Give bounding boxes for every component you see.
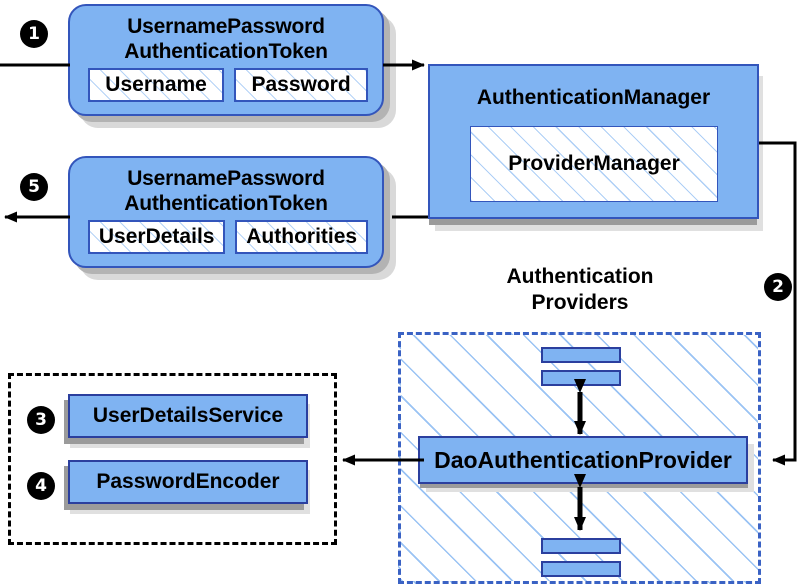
password-encoder-box[interactable]: PasswordEncoder <box>68 460 308 504</box>
step-badge-2: 2 <box>765 274 791 300</box>
response-token-field-authorities: Authorities <box>235 220 368 254</box>
authentication-providers-caption-line1: Authentication <box>506 265 654 288</box>
request-token-title-line1: UsernamePassword <box>127 15 325 38</box>
step-badge-1: 1 <box>21 21 47 47</box>
response-token-title-line2: AuthenticationToken <box>124 192 328 215</box>
response-token-title-line1: UsernamePassword <box>127 167 325 190</box>
step-badge-4: 4 <box>28 473 54 499</box>
response-token-fields: UserDetails Authorities <box>88 220 368 254</box>
request-token-box[interactable]: UsernamePassword AuthenticationToken Use… <box>68 4 384 116</box>
request-token-title: UsernamePassword AuthenticationToken <box>70 14 382 64</box>
request-token-fields: Username Password <box>88 68 368 102</box>
request-token-field-password: Password <box>234 68 368 102</box>
step-badge-3: 3 <box>28 407 54 433</box>
response-token-field-userdetails: UserDetails <box>88 220 226 254</box>
authentication-manager-box[interactable]: AuthenticationManager ProviderManager <box>428 64 759 219</box>
dao-authentication-provider-box[interactable]: DaoAuthenticationProvider <box>418 436 748 484</box>
authentication-providers-caption-line2: Providers <box>531 291 629 314</box>
provider-slot-top-b[interactable] <box>541 370 621 386</box>
provider-manager-box[interactable]: ProviderManager <box>470 126 718 202</box>
authentication-providers-caption: Authentication Providers <box>430 264 730 316</box>
connector-manager-to-provider <box>759 141 797 466</box>
response-token-title: UsernamePassword AuthenticationToken <box>70 166 382 216</box>
user-details-service-box[interactable]: UserDetailsService <box>68 394 308 438</box>
authentication-manager-title: AuthenticationManager <box>476 86 711 109</box>
provider-slot-bottom-a[interactable] <box>541 538 621 554</box>
request-token-field-username: Username <box>88 68 225 102</box>
step-badge-5: 5 <box>21 174 47 200</box>
provider-slot-bottom-b[interactable] <box>541 561 621 577</box>
provider-slot-top-a[interactable] <box>541 347 621 363</box>
response-token-box[interactable]: UsernamePassword AuthenticationToken Use… <box>68 156 384 268</box>
request-token-title-line2: AuthenticationToken <box>124 40 328 63</box>
